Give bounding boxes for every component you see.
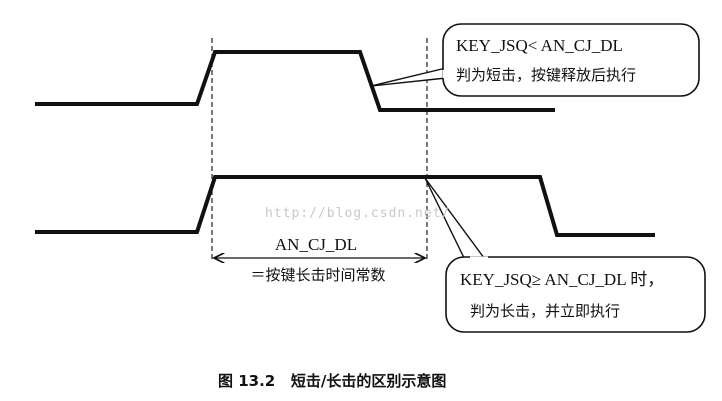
long-press-callout-line2: 判为长击，并立即执行	[470, 302, 620, 320]
figure-caption: 图 13.2 短击/长击的区别示意图	[218, 372, 446, 390]
short-press-callout-line1: KEY_JSQ< AN_CJ_DL	[456, 36, 623, 55]
short-press-callout-box	[442, 23, 700, 97]
short-press-callout-line2: 判为短击，按键释放后执行	[456, 66, 636, 84]
long-press-callout-pointer	[424, 177, 492, 267]
short-press-callout-pointer	[370, 67, 447, 87]
threshold-description: ＝按键长击时间常数	[250, 266, 385, 284]
watermark: http://blog.csdn.net/	[265, 206, 450, 221]
long-press-callout-line1: KEY_JSQ≥ AN_CJ_DL 时，	[460, 270, 664, 289]
threshold-name: AN_CJ_DL	[275, 235, 357, 254]
short-press-waveform	[35, 50, 555, 112]
long-press-callout-box	[445, 256, 706, 333]
long-press-waveform	[35, 175, 655, 237]
